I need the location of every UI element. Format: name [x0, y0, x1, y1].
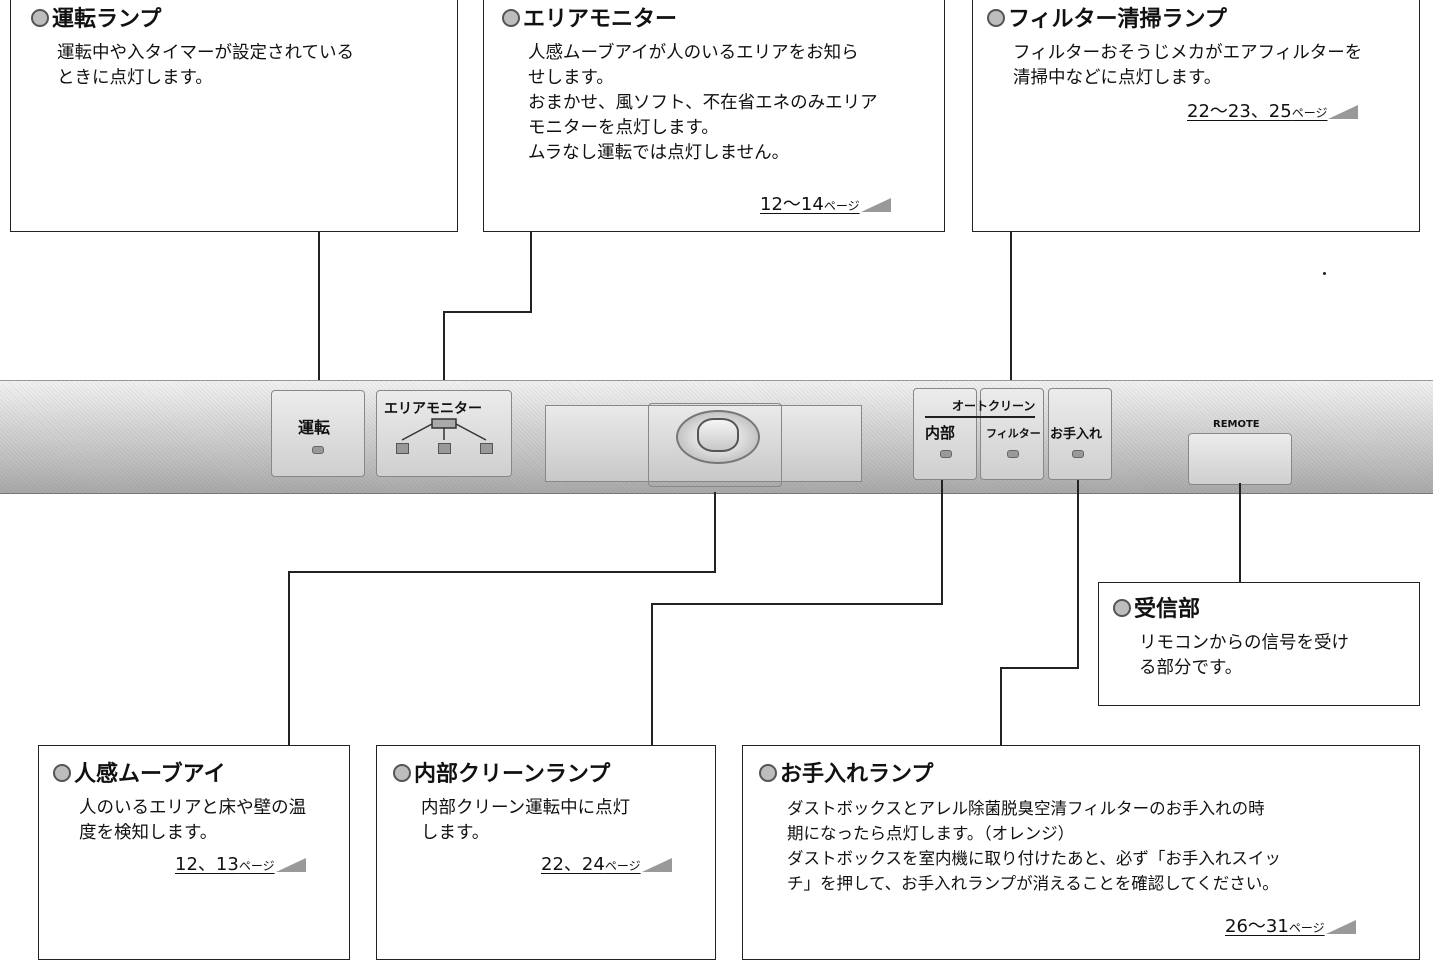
leader-line	[288, 571, 716, 573]
page-reference-link[interactable]: 22、24ページ	[541, 856, 672, 874]
naibu-label: 内部	[925, 424, 956, 442]
leader-line	[1077, 480, 1079, 668]
leader-line	[318, 232, 320, 390]
leader-line	[1239, 483, 1241, 583]
filter-lamp-callout: フィルター清掃ランプ フィルターおそうじメカがエアフィルターを 清掃中などに点灯…	[972, 0, 1420, 232]
filter-label: フィルター	[986, 427, 1041, 440]
naibu-lamp-frame	[913, 388, 977, 480]
circle-bullet-icon	[759, 764, 777, 782]
leader-line	[443, 311, 532, 313]
area-monitor-label: エリアモニター	[384, 401, 482, 417]
area-lamp-center	[438, 443, 451, 454]
receiver-callout: 受信部 リモコンからの信号を受け る部分です。	[1098, 582, 1420, 706]
leader-line	[941, 480, 943, 604]
leader-line	[651, 603, 653, 746]
unten-lamp-frame	[271, 390, 365, 477]
filter-lamp-frame	[980, 388, 1044, 480]
area-monitor-callout: エリアモニター 人感ムーブアイが人のいるエリアをお知ら せします。 おまかせ、風…	[483, 0, 945, 232]
leader-line	[1010, 232, 1012, 390]
leader-line	[443, 311, 445, 390]
leader-line	[651, 603, 943, 605]
filter-lamp-description: フィルターおそうじメカがエアフィルターを 清掃中などに点灯します。	[1013, 43, 1363, 88]
move-eye-lens	[697, 418, 739, 452]
area-monitor-indicator-icon	[401, 418, 487, 441]
naibu-lamp	[940, 450, 952, 458]
unten-lamp-description: 運転中や入タイマーが設定されている ときに点灯します。	[57, 43, 354, 88]
auto-clean-label: オートクリーン	[952, 399, 1036, 413]
area-monitor-title: エリアモニター	[502, 9, 677, 31]
page-arrow-icon	[1325, 920, 1356, 934]
leader-line	[714, 492, 716, 572]
page-arrow-icon	[275, 858, 306, 872]
area-lamp-left	[396, 443, 409, 454]
filter-lamp	[1007, 450, 1019, 458]
oteire-lamp-frame	[1048, 388, 1112, 480]
page-reference-link[interactable]: 12〜14ページ	[760, 196, 891, 214]
page-arrow-icon	[860, 198, 891, 212]
naibu-clean-description: 内部クリーン運転中に点灯 します。	[421, 798, 631, 843]
oteire-lamp	[1072, 450, 1084, 458]
naibu-clean-callout: 内部クリーンランプ 内部クリーン運転中に点灯 します。 22、24ページ	[376, 745, 716, 960]
move-eye-title: 人感ムーブアイ	[53, 764, 226, 786]
circle-bullet-icon	[1113, 599, 1131, 617]
leader-line	[1000, 667, 1002, 746]
move-eye-callout: 人感ムーブアイ 人のいるエリアと床や壁の温 度を検知します。 12、13ページ	[38, 745, 350, 960]
move-eye-description: 人のいるエリアと床や壁の温 度を検知します。	[79, 798, 307, 843]
page-arrow-icon	[641, 858, 672, 872]
circle-bullet-icon	[987, 9, 1005, 27]
leader-line	[288, 571, 290, 746]
circle-bullet-icon	[31, 9, 49, 27]
oteire-lamp-callout: お手入れランプ ダストボックスとアレル除菌脱臭空清フィルターのお手入れの時 期に…	[742, 745, 1420, 960]
area-monitor-description: 人感ムーブアイが人のいるエリアをお知ら せします。 おまかせ、風ソフト、不在省エ…	[528, 43, 878, 163]
circle-bullet-icon	[393, 764, 411, 782]
page-arrow-icon	[1328, 105, 1359, 119]
leader-line	[1000, 667, 1079, 669]
filter-lamp-title: フィルター清掃ランプ	[987, 9, 1227, 31]
stray-dot	[295, 802, 298, 805]
circle-bullet-icon	[502, 9, 520, 27]
remote-label: REMOTE	[1213, 419, 1260, 430]
remote-receiver-window	[1188, 433, 1292, 485]
move-eye-frame	[648, 403, 782, 487]
leader-line	[530, 232, 532, 312]
page-reference-link[interactable]: 12、13ページ	[175, 856, 306, 874]
circle-bullet-icon	[53, 764, 71, 782]
unten-lamp-title: 運転ランプ	[31, 9, 161, 31]
receiver-description: リモコンからの信号を受け る部分です。	[1139, 633, 1349, 678]
stray-dot	[1323, 272, 1326, 275]
unten-lamp	[312, 446, 324, 454]
naibu-clean-title: 内部クリーンランプ	[393, 764, 610, 786]
page-reference-link[interactable]: 26〜31ページ	[1225, 918, 1356, 936]
unten-label: 運転	[298, 418, 331, 437]
oteire-label: お手入れ	[1050, 427, 1103, 442]
receiver-title: 受信部	[1113, 599, 1200, 621]
unten-lamp-callout: 運転ランプ 運転中や入タイマーが設定されている ときに点灯します。	[10, 0, 458, 232]
area-lamp-right	[480, 443, 493, 454]
auto-clean-underline	[925, 416, 1035, 418]
oteire-lamp-title: お手入れランプ	[759, 764, 933, 786]
page-reference-link[interactable]: 22〜23、25ページ	[1187, 103, 1359, 121]
oteire-lamp-description: ダストボックスとアレル除菌脱臭空清フィルターのお手入れの時 期になったら点灯しま…	[787, 799, 1281, 893]
